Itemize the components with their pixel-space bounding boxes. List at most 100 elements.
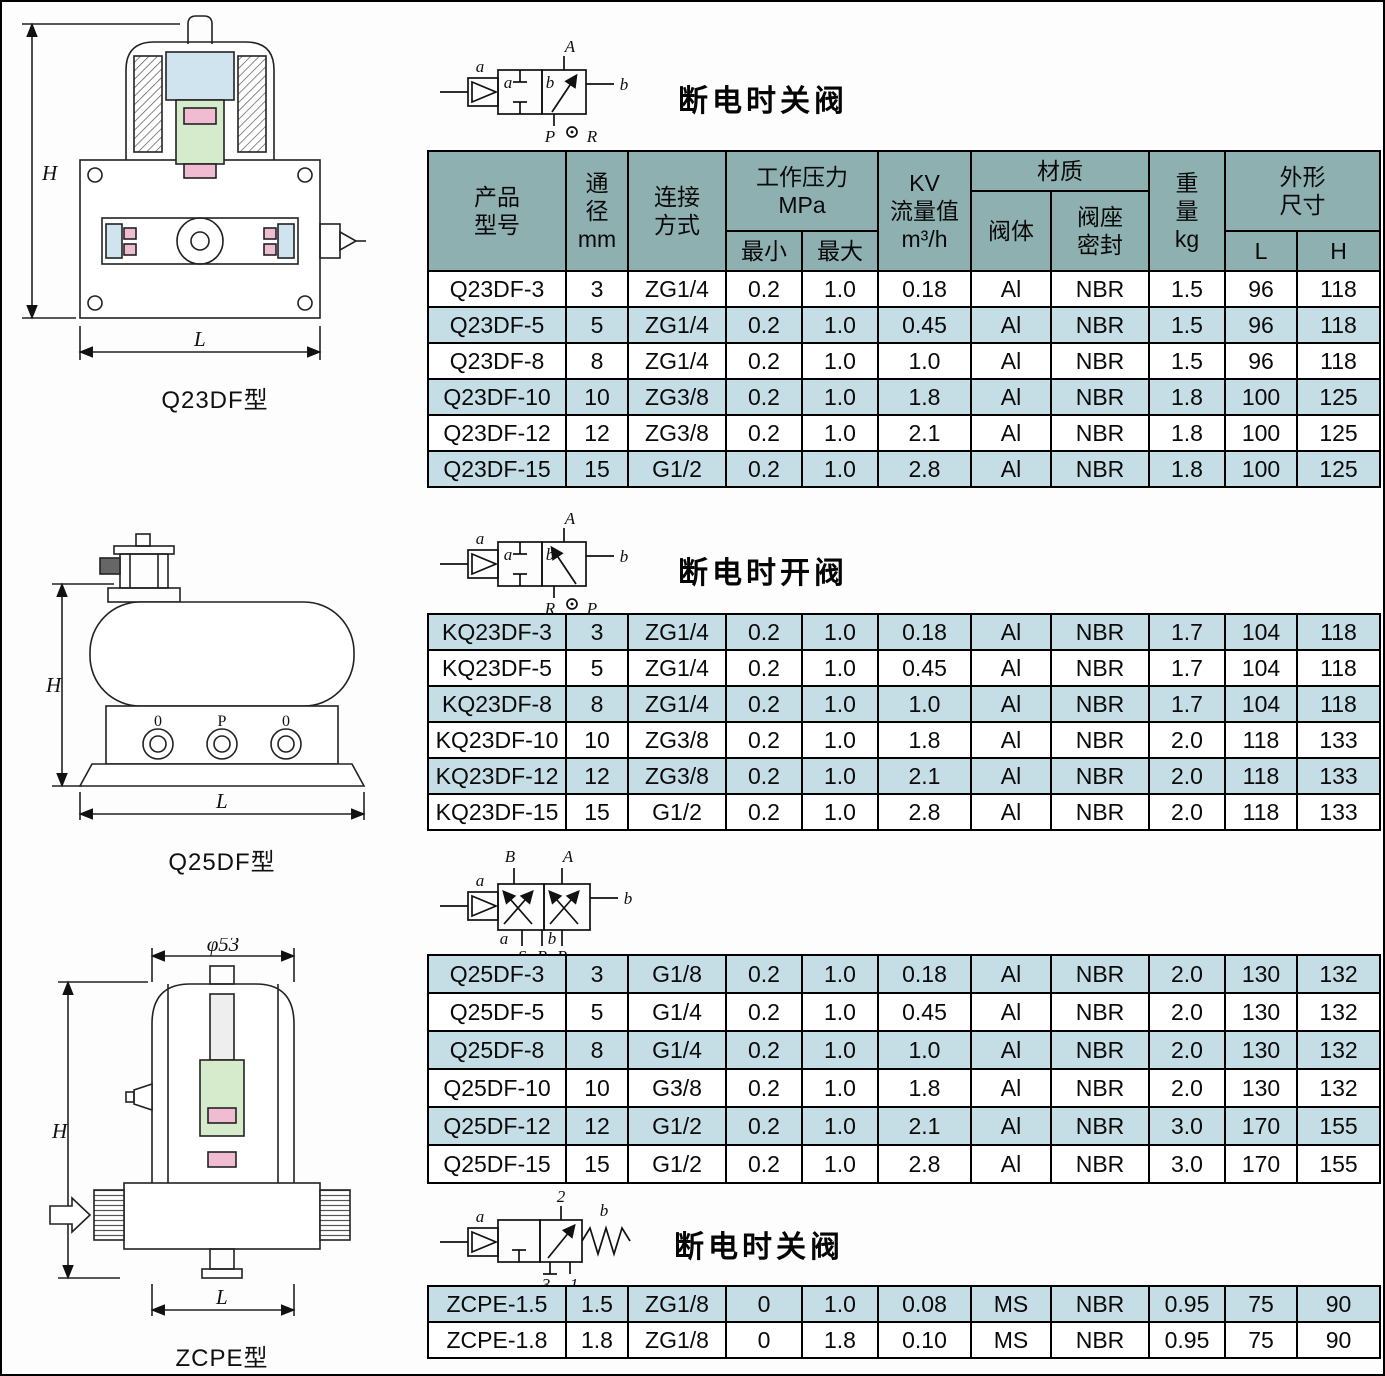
cell-dim-l: 100 (1224, 414, 1298, 452)
cell-diameter-mm: 5 (565, 306, 629, 344)
cell-connection: G1/2 (627, 793, 727, 831)
figure-q23df: H L Q23DF型 (10, 8, 420, 415)
cell-kv-flow: 2.1 (877, 414, 972, 452)
cell-diameter-mm: 3 (565, 270, 629, 308)
cell-seat-seal: NBR (1050, 649, 1150, 687)
cell-pressure-min: 0.2 (725, 306, 803, 344)
cell-connection: G3/8 (627, 1068, 727, 1108)
cell-body-material: Al (970, 757, 1052, 795)
cell-weight-kg: 0.95 (1148, 1285, 1226, 1323)
cell-model: KQ23DF-10 (427, 721, 567, 759)
cell-body-material: Al (970, 270, 1052, 308)
col-header-connection: 连接 方式 (627, 150, 727, 272)
symbol-pilot-label: a (476, 871, 485, 890)
cell-dim-h: 118 (1296, 649, 1381, 687)
cell-pressure-min: 0 (725, 1321, 803, 1359)
cell-pressure-max: 1.0 (801, 450, 879, 488)
cell-dim-h: 118 (1296, 306, 1381, 344)
cell-diameter-mm: 12 (565, 414, 629, 452)
cell-connection: ZG1/4 (627, 306, 727, 344)
cell-seat-seal: NBR (1050, 378, 1150, 416)
figure-zcpe: φ53 H L ZCPE型 (32, 938, 412, 1373)
cell-seat-seal: NBR (1050, 954, 1150, 994)
cell-weight-kg: 2.0 (1148, 992, 1226, 1032)
cell-dim-l: 96 (1224, 342, 1298, 380)
cell-dim-h: 118 (1296, 270, 1381, 308)
cell-model: KQ23DF-8 (427, 685, 567, 723)
cell-dim-l: 118 (1224, 757, 1298, 795)
cell-dim-l: 96 (1224, 306, 1298, 344)
cell-dim-h: 125 (1296, 450, 1381, 488)
cell-connection: G1/2 (627, 450, 727, 488)
cell-dim-l: 75 (1224, 1285, 1298, 1323)
cell-model: Q25DF-3 (427, 954, 567, 994)
cell-body-material: Al (970, 954, 1052, 994)
pneumatic-symbol-zcpe: a 2 b 3 1 (440, 1190, 631, 1294)
col-header-material: 材质 (970, 150, 1150, 192)
cell-pressure-min: 0.2 (725, 342, 803, 380)
spec-table-q23df: 产品 型号 通 径 mm 连接 方式 工作压力 MPa KV 流量值 m³/h … (427, 150, 1381, 488)
cell-model: Q25DF-5 (427, 992, 567, 1032)
cell-pressure-max: 1.0 (801, 721, 879, 759)
cell-dim-h: 90 (1296, 1285, 1381, 1323)
cell-connection: ZG1/4 (627, 613, 727, 651)
symbol-box-b-label: b (546, 545, 555, 564)
cell-pressure-min: 0.2 (725, 1030, 803, 1070)
cell-body-material: Al (970, 793, 1052, 831)
cell-body-material: Al (970, 1144, 1052, 1184)
cell-weight-kg: 1.8 (1148, 378, 1226, 416)
symbol-pilot-label: a (476, 529, 485, 548)
symbol-port-a-top-label: A (562, 847, 574, 866)
cell-pressure-min: 0.2 (725, 450, 803, 488)
cell-weight-kg: 2.0 (1148, 1068, 1226, 1108)
cell-weight-kg: 1.5 (1148, 306, 1226, 344)
cell-pressure-max: 1.0 (801, 992, 879, 1032)
cell-diameter-mm: 12 (565, 1106, 629, 1146)
cell-weight-kg: 2.0 (1148, 793, 1226, 831)
cell-model: Q23DF-12 (427, 414, 567, 452)
cell-weight-kg: 0.95 (1148, 1321, 1226, 1359)
cell-connection: ZG3/8 (627, 378, 727, 416)
cell-dim-l: 170 (1224, 1144, 1298, 1184)
cell-diameter-mm: 15 (565, 450, 629, 488)
section-heading-zcpe: 断电时关阀 (674, 1231, 844, 1264)
cell-dim-l: 100 (1224, 378, 1298, 416)
cell-seat-seal: NBR (1050, 613, 1150, 651)
cell-body-material: Al (970, 613, 1052, 651)
cell-model: KQ23DF-5 (427, 649, 567, 687)
cell-dim-h: 90 (1296, 1321, 1381, 1359)
port-label-0-right: 0 (282, 713, 290, 730)
col-header-outline: 外形 尺寸 (1224, 150, 1381, 232)
cell-dim-l: 130 (1224, 1030, 1298, 1070)
cell-seat-seal: NBR (1050, 342, 1150, 380)
cell-body-material: Al (970, 685, 1052, 723)
cell-pressure-min: 0.2 (725, 649, 803, 687)
cell-diameter-mm: 15 (565, 793, 629, 831)
cell-body-material: Al (970, 1030, 1052, 1070)
cell-seat-seal: NBR (1050, 1321, 1150, 1359)
symbol-port-a-label: A (564, 510, 576, 528)
cell-seat-seal: NBR (1050, 793, 1150, 831)
cell-weight-kg: 1.7 (1148, 613, 1226, 651)
cell-kv-flow: 2.8 (877, 450, 972, 488)
cell-connection: G1/4 (627, 992, 727, 1032)
dim-label-l: L (193, 327, 206, 351)
cell-diameter-mm: 8 (565, 1030, 629, 1070)
cell-kv-flow: 1.8 (877, 1068, 972, 1108)
cell-dim-l: 96 (1224, 270, 1298, 308)
cell-model: Q23DF-8 (427, 342, 567, 380)
cell-pressure-min: 0.2 (725, 414, 803, 452)
